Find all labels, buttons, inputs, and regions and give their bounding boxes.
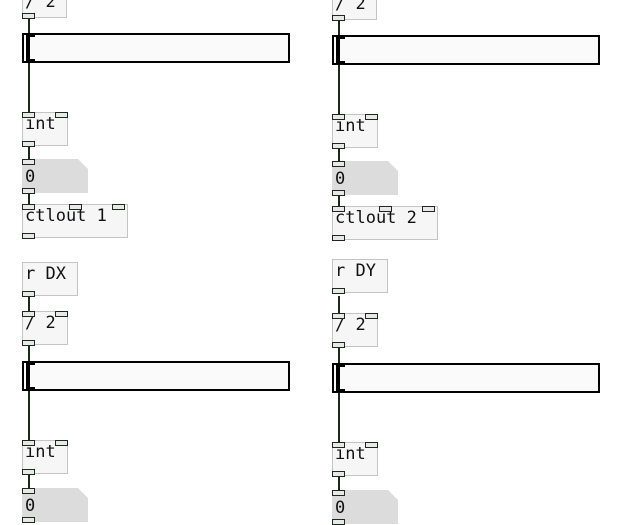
port[interactable] <box>422 206 435 212</box>
patch-cord[interactable] <box>338 193 340 206</box>
port[interactable] <box>22 112 35 118</box>
port[interactable] <box>55 112 68 118</box>
port[interactable] <box>379 206 392 212</box>
port[interactable] <box>22 13 35 19</box>
port[interactable] <box>332 313 345 319</box>
port[interactable] <box>22 233 35 239</box>
port[interactable] <box>332 15 345 21</box>
patch-cord[interactable] <box>28 294 30 312</box>
patch-cord[interactable] <box>338 19 340 115</box>
patch-cord[interactable] <box>338 296 340 314</box>
port[interactable] <box>332 190 345 196</box>
port[interactable] <box>22 311 35 317</box>
receive-object[interactable]: r DX <box>22 262 78 296</box>
port[interactable] <box>69 204 82 210</box>
horizontal-slider[interactable] <box>332 35 600 65</box>
patch-cord[interactable] <box>338 147 340 162</box>
patch-cord[interactable] <box>28 191 30 204</box>
patch-cord[interactable] <box>28 344 30 440</box>
port[interactable] <box>332 143 345 149</box>
port[interactable] <box>22 188 35 194</box>
port[interactable] <box>112 204 125 210</box>
patch-cord[interactable] <box>28 17 30 113</box>
port[interactable] <box>365 313 378 319</box>
port[interactable] <box>22 517 35 523</box>
port[interactable] <box>55 440 68 446</box>
port[interactable] <box>365 114 378 120</box>
port[interactable] <box>55 311 68 317</box>
port[interactable] <box>332 519 345 525</box>
port[interactable] <box>22 340 35 346</box>
patch-cord[interactable] <box>28 472 30 488</box>
slider-knob[interactable] <box>336 365 345 391</box>
slider-knob[interactable] <box>336 37 345 63</box>
patch-cord[interactable] <box>338 346 340 442</box>
port[interactable] <box>22 488 35 494</box>
port[interactable] <box>332 471 345 477</box>
slider-knob[interactable] <box>26 35 35 61</box>
horizontal-slider[interactable] <box>22 361 290 391</box>
receive-object[interactable]: r DY <box>332 259 388 293</box>
port[interactable] <box>332 490 345 496</box>
patch-cord[interactable] <box>338 474 340 490</box>
slider-knob[interactable] <box>26 363 35 389</box>
ctlout-object[interactable]: ctlout 1 <box>22 204 128 238</box>
port[interactable] <box>332 114 345 120</box>
port[interactable] <box>22 141 35 147</box>
port[interactable] <box>22 159 35 165</box>
port[interactable] <box>332 342 345 348</box>
port[interactable] <box>22 204 35 210</box>
port[interactable] <box>332 235 345 241</box>
port[interactable] <box>365 442 378 448</box>
port[interactable] <box>332 442 345 448</box>
port[interactable] <box>332 288 345 294</box>
port[interactable] <box>22 469 35 475</box>
horizontal-slider[interactable] <box>22 33 290 63</box>
horizontal-slider[interactable] <box>332 363 600 393</box>
ctlout-object[interactable]: ctlout 2 <box>332 206 438 240</box>
port[interactable] <box>22 291 35 297</box>
port[interactable] <box>22 440 35 446</box>
port[interactable] <box>332 206 345 212</box>
patch-cord[interactable] <box>28 145 30 160</box>
port[interactable] <box>332 161 345 167</box>
